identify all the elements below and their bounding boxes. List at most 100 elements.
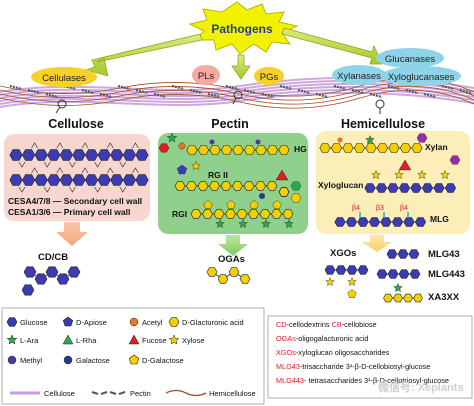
bond-mark (132, 142, 139, 149)
sugar-hexagon (202, 209, 213, 219)
pectin-fiber (459, 88, 473, 95)
sugar-hexagon (368, 217, 381, 227)
pectin-fiber (99, 92, 113, 99)
sugar-hexagon (391, 217, 404, 227)
sugar-hexagon (209, 181, 220, 191)
legend-item-acetyl: Acetyl (129, 317, 163, 327)
arabinose-branch (284, 218, 294, 229)
arabinose-unit (166, 132, 178, 143)
abbreviation-row: CD-cellodextrins CB-cellobiose (276, 320, 377, 329)
xylose-unit (417, 169, 427, 180)
pectin-fiber (135, 88, 149, 95)
pectin-fiber (243, 88, 257, 95)
pectin-sample-segment (118, 390, 126, 396)
apiose-unit (176, 164, 188, 175)
sugar-hexagon (72, 149, 86, 161)
galactose-branch (226, 200, 236, 209)
sugar-hexagon (59, 149, 73, 161)
sugar-hexagon (278, 145, 290, 155)
pectin-fiber (189, 88, 203, 95)
legend-hexagon-symbol (168, 317, 180, 327)
bond-mark (43, 186, 51, 193)
pectin-fiber (369, 92, 383, 99)
abbreviation-term: XGOs (276, 348, 296, 357)
sugar-hexagon (232, 145, 244, 155)
arabinose-unit (393, 282, 403, 293)
legend-item-d-glacturonic-acid: D-Glacturonic acid (168, 317, 244, 327)
bond-mark (81, 142, 89, 149)
sugar-hexagon (225, 209, 236, 219)
sugar-hexagon (186, 181, 197, 191)
legend-item-label: L-Ara (20, 336, 39, 345)
sugar-hexagon (342, 143, 354, 153)
abbreviation-box (267, 315, 473, 399)
product-structures (21, 249, 423, 303)
fucose-unit (275, 169, 289, 181)
abbreviation-row: MLG443- tetrasaccharides 3¹-β-D-cellotri… (276, 376, 449, 385)
pectin-sample-segment (109, 390, 117, 396)
pgs-label: PGs (260, 72, 279, 83)
sugar-hexagon (97, 149, 111, 161)
legend-item-galactose: Galactose (63, 355, 110, 365)
legend-circle-symbol (63, 355, 73, 365)
hemicellulose-structures (319, 133, 461, 227)
cellulose-fiber (0, 85, 474, 102)
rg2-label: RG II (208, 170, 228, 180)
pectin-fiber (207, 92, 221, 99)
legend-item-label: Fucose (142, 336, 167, 345)
xylose-unit (347, 276, 357, 287)
sugar-hexagon (414, 217, 427, 227)
sugar-hexagon (410, 183, 422, 193)
xylose-unit (191, 160, 201, 171)
sugar-hexagon (236, 209, 248, 219)
sugar-hexagon (334, 217, 346, 227)
arabinose-branch (215, 218, 225, 229)
sugar-hexagon (47, 149, 61, 161)
abbreviation-definition: -oligogalacturonic acid (296, 334, 369, 343)
pectin-fiber (153, 92, 167, 99)
sugar-hexagon (282, 209, 294, 219)
pectin-fiber (297, 88, 311, 95)
sugar-hexagon (47, 174, 61, 186)
hemicellulose-fiber (0, 89, 474, 109)
xylose-unit (325, 276, 335, 287)
sugar-hexagon (9, 149, 23, 161)
xylose-unit (440, 169, 450, 180)
sugar-hexagon (324, 265, 336, 275)
sugar-hexagon (22, 149, 36, 161)
sugar-hexagon (387, 269, 399, 279)
legend-circle-symbol (7, 355, 17, 365)
acetyl-group (178, 142, 186, 150)
sugar-hexagon (278, 187, 290, 197)
legend-item-label: D-Glacturonic acid (182, 318, 244, 327)
sugar-hexagon (220, 181, 232, 191)
pectin-fiber (441, 84, 455, 91)
sugar-hexagon (403, 217, 415, 227)
sugar-hexagon (72, 174, 86, 186)
bond-mark (56, 167, 64, 174)
xylan-side-unit (449, 155, 461, 165)
bond-mark (94, 186, 101, 193)
pectin-fiber (279, 84, 293, 91)
sugar-hexagon (259, 209, 271, 219)
galactose-unit (259, 193, 265, 199)
acetyl-group (337, 137, 343, 143)
sugar-hexagon (56, 273, 70, 285)
sugar-hexagon (393, 293, 403, 303)
sugar-hexagon (380, 217, 392, 227)
magnifier-cellulose (57, 99, 67, 109)
magnifier-pectin (233, 90, 243, 100)
product-arrows (56, 222, 392, 256)
arabinose-unit (365, 134, 375, 145)
sugar-hexagon (398, 269, 410, 279)
sugar-hexagon (365, 143, 377, 153)
cellulases-ellipse (31, 67, 97, 87)
sugar-hexagon (197, 181, 209, 191)
legend-item-label: Galactose (76, 356, 110, 365)
legend-hexagon-symbol (6, 317, 18, 327)
xylanases-label: Xylanases (337, 71, 381, 82)
pectin-fiber (45, 92, 59, 99)
sugar-hexagon (266, 145, 279, 155)
